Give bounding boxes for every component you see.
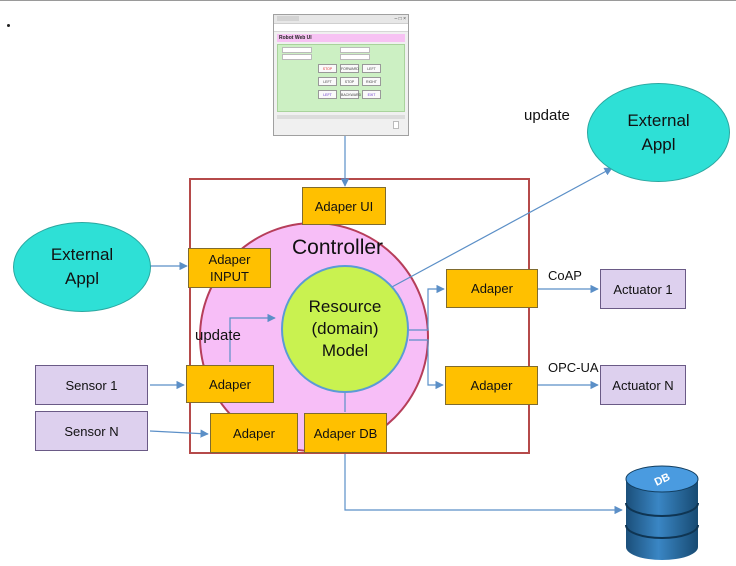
web-ui-button[interactable]: FORWARD: [340, 64, 359, 73]
bullet-dot: [7, 24, 10, 27]
web-ui-button[interactable]: BACKWARD: [340, 90, 361, 99]
label-opcua: OPC-UA: [548, 360, 599, 375]
arrow-update-to-model: [229, 313, 276, 362]
adapter-db[interactable]: Adaper DB: [304, 413, 387, 453]
adapter-actuator-n[interactable]: Adaper: [445, 366, 538, 405]
download-bar: [277, 121, 405, 129]
external-left-line-1: External: [50, 245, 114, 264]
show-all-button: [393, 121, 399, 129]
browser-tab-bar: – □ ×: [274, 15, 408, 24]
window-controls-icon: – □ ×: [394, 16, 407, 22]
controller-title: Controller: [292, 236, 384, 259]
arrow-db-adapter-to-database: [344, 454, 623, 515]
database-icon[interactable]: DB: [624, 459, 700, 563]
model-label-line-2: (domain): [311, 319, 379, 338]
label-coap: CoAP: [548, 268, 582, 283]
web-ui-button[interactable]: LEFT: [318, 90, 337, 99]
web-ui-button[interactable]: STOP: [318, 64, 337, 73]
adapter-input-line-1: Adaper: [208, 252, 251, 267]
model-label-line-3: Model: [321, 341, 369, 360]
actuator-1[interactable]: Actuator 1: [600, 269, 686, 309]
model-label-line-1: Resource: [308, 297, 382, 316]
sensor-1[interactable]: Sensor 1: [35, 365, 148, 405]
browser-address-bar: [274, 24, 408, 32]
arrow-model-to-external: [389, 167, 613, 289]
sensor-n[interactable]: Sensor N: [35, 411, 148, 451]
label-update-left: update: [195, 327, 241, 344]
adapter-actuator-1[interactable]: Adaper: [446, 269, 538, 308]
arrow-model-to-actN-adapter: [409, 339, 444, 390]
adapter-input[interactable]: Adaper INPUT: [188, 248, 271, 288]
web-ui-scrollbar: [277, 115, 405, 119]
web-ui-title: Robot Web UI: [277, 34, 405, 42]
web-ui-screenshot[interactable]: – □ × Robot Web UI STOP FORWARD LEFT LEF…: [273, 14, 409, 136]
web-ui-button[interactable]: RIGHT: [362, 77, 381, 86]
resource-model-node[interactable]: Resource (domain) Model: [281, 265, 409, 393]
external-appl-left[interactable]: External Appl: [13, 222, 151, 312]
adapter-input-line-2: INPUT: [210, 269, 249, 284]
external-appl-right[interactable]: External Appl: [587, 83, 730, 182]
browser-tab: [277, 16, 299, 21]
actuator-n[interactable]: Actuator N: [600, 365, 686, 405]
top-rule: [0, 0, 736, 1]
arrow-model-to-act1-adapter: [409, 284, 445, 331]
adapter-sensor-1[interactable]: Adaper: [186, 365, 274, 403]
web-ui-button[interactable]: EXIT: [362, 90, 381, 99]
adapter-ui[interactable]: Adaper UI: [302, 187, 386, 225]
web-ui-button[interactable]: STOP: [340, 77, 359, 86]
external-left-line-2: Appl: [64, 269, 100, 288]
web-ui-control-panel: STOP FORWARD LEFT LEFT STOP RIGHT LEFT B…: [277, 44, 405, 112]
external-right-line-2: Appl: [641, 134, 676, 154]
web-ui-row-1: [280, 47, 370, 53]
external-right-line-1: External: [627, 110, 690, 130]
adapter-sensor-n[interactable]: Adaper: [210, 413, 298, 453]
web-ui-button[interactable]: LEFT: [318, 77, 337, 86]
controller-frame: [189, 178, 530, 454]
web-ui-row-2: [280, 54, 370, 60]
arrow-sensorN-to-adapter: [149, 429, 209, 438]
label-update-right: update: [524, 107, 570, 124]
web-ui-button[interactable]: LEFT: [362, 64, 381, 73]
